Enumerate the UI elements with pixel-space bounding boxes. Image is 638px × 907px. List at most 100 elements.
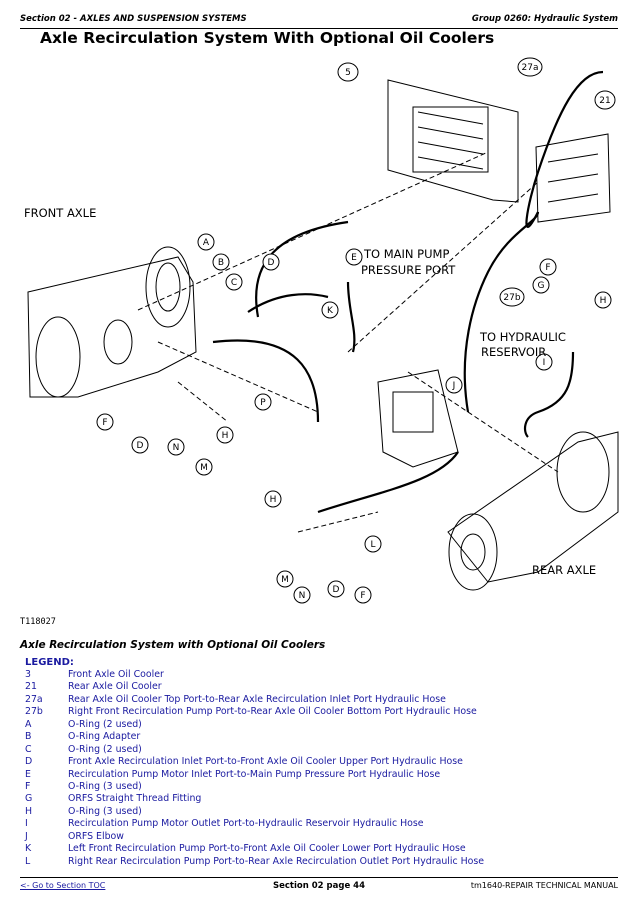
figure-caption: Axle Recirculation System with Optional … xyxy=(20,639,326,651)
svg-text:E: E xyxy=(351,253,357,263)
svg-text:D: D xyxy=(333,585,340,595)
svg-text:F: F xyxy=(360,591,365,601)
callout-g: G xyxy=(532,276,550,294)
hose-d xyxy=(255,220,349,318)
svg-text:D: D xyxy=(137,441,144,451)
callout-a: A xyxy=(197,233,215,251)
callout-f-mid: F xyxy=(354,586,372,604)
hydraulic-diagram: 5 27a 21 A B C D E F G H K 27b J I P F D… xyxy=(24,57,619,604)
svg-text:27a: 27a xyxy=(522,63,539,73)
legend-key: 3 xyxy=(25,669,31,680)
legend-text: Rear Axle Oil Cooler Top Port-to-Rear Ax… xyxy=(68,693,446,705)
svg-text:21: 21 xyxy=(599,96,610,106)
callout-d-mid: D xyxy=(327,580,345,598)
legend-item: A O-Ring (2 used) xyxy=(25,719,615,731)
page-number: Section 02 page 44 xyxy=(273,881,365,891)
legend-key: B xyxy=(25,731,32,743)
legend-key: K xyxy=(25,843,32,855)
manual-title: tm1640-REPAIR TECHNICAL MANUAL xyxy=(470,881,618,890)
legend-text: Rear Axle Oil Cooler xyxy=(68,681,162,693)
callout-27a: 27a xyxy=(517,57,543,77)
callout-d-front: D xyxy=(131,436,149,454)
rear-axle-label: REAR AXLE xyxy=(532,563,596,577)
legend-key: C xyxy=(25,743,32,755)
legend-key: E xyxy=(25,768,31,780)
svg-text:B: B xyxy=(218,258,224,268)
legend-text: O-Ring (3 used) xyxy=(68,780,142,792)
legend-item: G ORFS Straight Thread Fitting xyxy=(25,793,615,805)
svg-text:H: H xyxy=(270,495,277,505)
legend-key: F xyxy=(25,780,31,792)
section-title: Section 02 - AXLES AND SUSPENSION SYSTEM… xyxy=(20,14,247,24)
svg-text:D: D xyxy=(268,258,275,268)
legend-text: O-Ring (2 used) xyxy=(68,718,142,730)
front-axle xyxy=(27,256,197,398)
hose-i xyxy=(523,351,575,438)
svg-text:27b: 27b xyxy=(503,293,520,303)
callout-k: K xyxy=(321,301,339,319)
svg-text:F: F xyxy=(545,263,550,273)
svg-text:M: M xyxy=(200,463,208,473)
legend-text: Left Front Recirculation Pump Port-to-Fr… xyxy=(68,843,466,855)
callout-n-mid: N xyxy=(293,586,311,604)
callout-5: 5 xyxy=(337,62,359,82)
callout-e: E xyxy=(345,248,363,266)
legend-item: H O-Ring (3 used) xyxy=(25,806,615,818)
header-divider xyxy=(20,28,618,29)
legend-text: Recirculation Pump Motor Inlet Port-to-M… xyxy=(68,768,441,780)
legend-key: D xyxy=(25,756,33,768)
legend-item: B O-Ring Adapter xyxy=(25,731,615,743)
hose-l xyxy=(317,451,459,514)
legend-key: 27b xyxy=(25,706,43,718)
svg-text:K: K xyxy=(327,306,334,316)
legend-item: F O-Ring (3 used) xyxy=(25,781,615,793)
legend-text: ORFS Elbow xyxy=(68,830,124,842)
legend-key: 27a xyxy=(25,693,43,705)
callout-h-mid: H xyxy=(264,490,282,508)
svg-text:H: H xyxy=(222,431,229,441)
hose-e xyxy=(346,281,356,353)
legend-text: O-Ring Adapter xyxy=(68,731,141,743)
rear-oil-cooler xyxy=(535,133,611,223)
pressure-port-label: PRESSURE PORT xyxy=(361,263,456,277)
callout-l: L xyxy=(364,535,382,553)
svg-text:I: I xyxy=(543,358,546,368)
svg-text:M: M xyxy=(281,575,289,585)
callout-p: P xyxy=(254,393,272,411)
callout-21: 21 xyxy=(594,90,616,110)
svg-text:F: F xyxy=(102,418,107,428)
legend-text: O-Ring (3 used) xyxy=(68,805,142,817)
legend-key: I xyxy=(25,818,28,830)
callout-n-front: N xyxy=(167,438,185,456)
hose-27b xyxy=(463,211,540,413)
rear-axle xyxy=(447,431,619,583)
svg-text:G: G xyxy=(538,281,545,291)
svg-text:N: N xyxy=(299,591,306,601)
to-main-pump-label: TO MAIN PUMP xyxy=(363,247,449,261)
callout-h: H xyxy=(594,291,612,309)
legend-text: ORFS Straight Thread Fitting xyxy=(68,793,202,805)
legend-key: H xyxy=(25,805,33,817)
front-axle-label: FRONT AXLE xyxy=(24,206,96,220)
legend-key: A xyxy=(25,718,32,730)
callout-j: J xyxy=(445,376,463,394)
footer-divider xyxy=(20,877,618,878)
svg-text:N: N xyxy=(173,443,180,453)
legend-text: O-Ring (2 used) xyxy=(68,743,142,755)
legend-key: G xyxy=(25,793,33,805)
callout-i: I xyxy=(535,353,553,371)
svg-text:P: P xyxy=(260,398,266,408)
legend-item: C O-Ring (2 used) xyxy=(25,744,615,756)
legend-text: Right Rear Recirculation Pump Port-to-Re… xyxy=(68,855,485,867)
svg-text:J: J xyxy=(452,381,456,391)
callout-b: B xyxy=(212,253,230,271)
legend-text: Front Axle Recirculation Inlet Port-to-F… xyxy=(68,756,463,768)
figure-id: T118027 xyxy=(20,617,56,627)
toc-link[interactable]: <- Go to Section TOC xyxy=(20,881,106,890)
front-oil-cooler xyxy=(387,79,519,203)
